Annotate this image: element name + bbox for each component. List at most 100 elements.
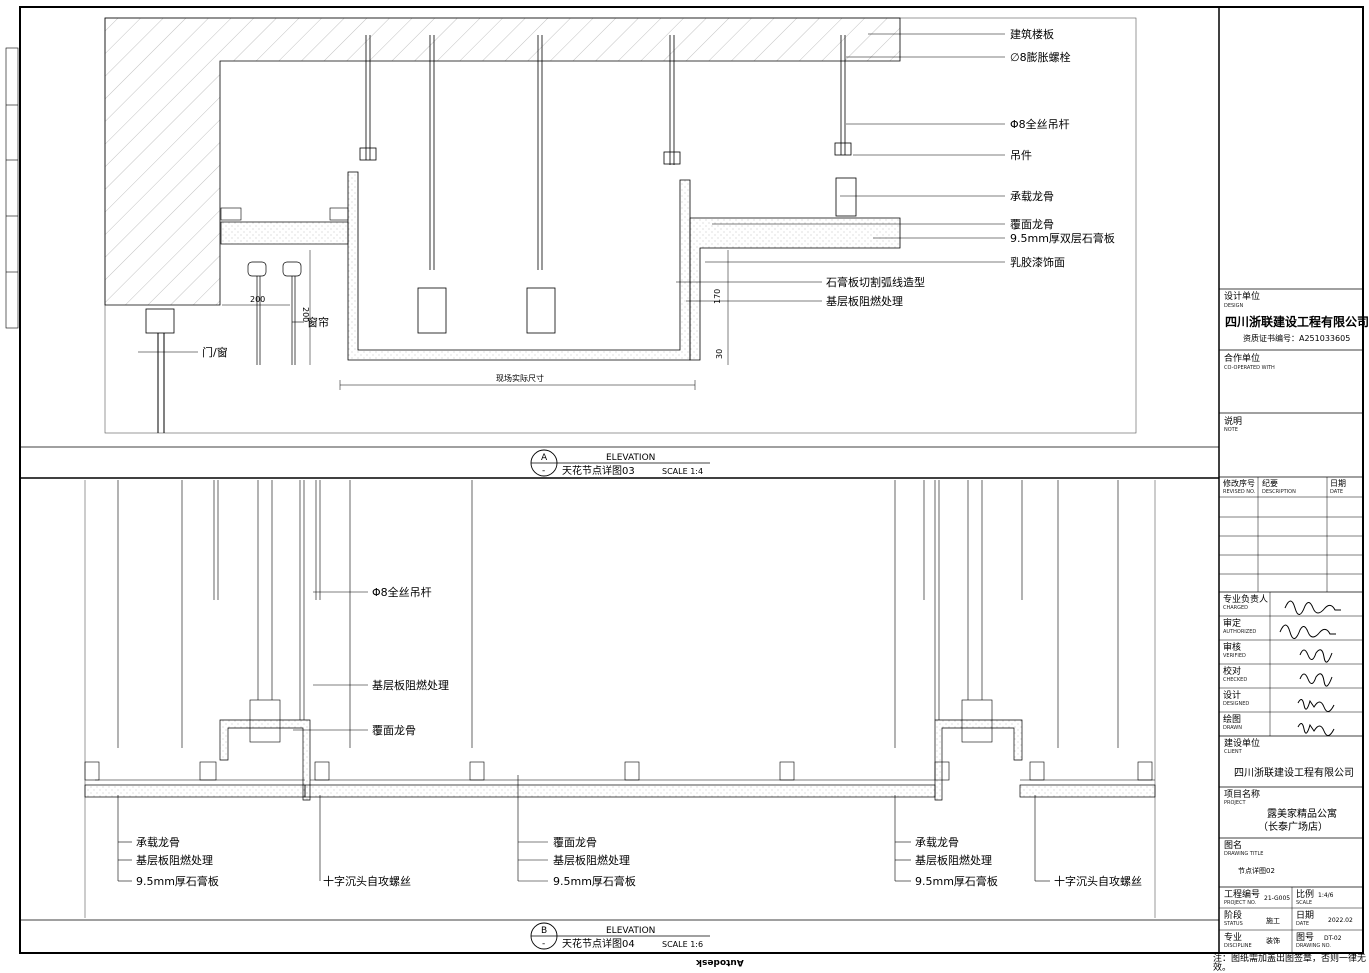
- label-hanger: 吊件: [1010, 149, 1032, 162]
- tb-client-label: 建设单位: [1224, 739, 1261, 749]
- tb-dwg-title: 节点详图02: [1238, 867, 1275, 875]
- tb-date: 2022.02: [1328, 917, 1353, 924]
- footer-autodesk: Autodesk: [696, 957, 744, 967]
- tb-scale: 1:4/6: [1318, 892, 1334, 899]
- tb-verified-en: VERIFIED: [1223, 653, 1246, 659]
- tb-scale-label: 比例: [1296, 890, 1315, 900]
- tb-design-en: DESIGN: [1224, 303, 1244, 309]
- b-screw-left: 十字沉头自攻螺丝: [323, 874, 411, 888]
- label-latex-paint: 乳胶漆饰面: [1010, 255, 1065, 269]
- tb-client-en: CLIENT: [1224, 749, 1242, 755]
- tb-authorized: 审定: [1223, 619, 1242, 629]
- tb-scale-en: SCALE: [1296, 900, 1313, 906]
- tb-dwg-no-en: DRAWING NO.: [1296, 943, 1331, 949]
- label-gypsum-double: 9.5mm厚双层石膏板: [1010, 231, 1115, 245]
- b-right-3: 9.5mm厚石膏板: [915, 874, 998, 888]
- tb-coop-label: 合作单位: [1224, 354, 1261, 364]
- tb-authorized-en: AUTHORIZED: [1223, 629, 1257, 635]
- b-left-2: 基层板阻燃处理: [136, 853, 213, 867]
- section-a-drawing: 200 200 170 30 现场实际尺寸 建筑楼板 ∅8膨胀螺栓 Φ8全丝吊杆…: [104, 17, 1137, 477]
- tb-date-en: DATE: [1296, 921, 1310, 927]
- dim-200b: 200: [301, 307, 310, 322]
- tb-designed: 设计: [1223, 691, 1242, 701]
- sheet-border: [19, 6, 1364, 954]
- tb-proj-no-label: 工程编号: [1224, 890, 1261, 900]
- tb-rev-date-en: DATE: [1330, 489, 1344, 495]
- tb-checked-en: CHECKED: [1223, 677, 1248, 683]
- label-door-window: 门/窗: [202, 345, 228, 359]
- tb-disc-en: DISCIPLINE: [1224, 943, 1252, 949]
- b-mid-1: 覆面龙骨: [553, 836, 597, 849]
- b-mid-3: 9.5mm厚石膏板: [553, 874, 636, 888]
- tb-dwg-title-label: 图名: [1224, 841, 1243, 851]
- concrete-slab: [104, 17, 901, 306]
- tb-charged: 专业负责人: [1223, 595, 1269, 605]
- section-a-letter: A: [541, 453, 548, 463]
- tb-project-2: （长泰广场店）: [1258, 822, 1328, 833]
- section-b-title: 天花节点详图04: [562, 937, 635, 950]
- section-b-drawing: Φ8全丝吊杆 基层板阻燃处理 覆面龙骨 承载龙骨 基层板阻燃处理 9.5mm厚石…: [84, 480, 1156, 950]
- section-a-scale: SCALE 1:4: [662, 467, 703, 476]
- tb-project-label: 项目名称: [1224, 790, 1261, 800]
- tb-proj-no: 21-G005: [1264, 895, 1291, 902]
- label-cover-keel: 覆面龙骨: [1010, 218, 1054, 231]
- tb-stage-label: 阶段: [1224, 911, 1243, 921]
- tb-designed-en: DESIGNED: [1223, 701, 1250, 707]
- b-label-cover-keel: 覆面龙骨: [372, 724, 416, 737]
- label-slab: 建筑楼板: [1010, 27, 1054, 41]
- tb-verified: 审核: [1223, 643, 1242, 653]
- label-curtain: 窗帘: [307, 315, 329, 329]
- tb-project-en: PROJECT: [1224, 800, 1246, 806]
- tb-rev-no-en: REVISED NO.: [1223, 489, 1256, 495]
- label-expansion-bolt: ∅8膨胀螺栓: [1010, 50, 1071, 64]
- tb-project-1: 露美家精品公寓: [1267, 809, 1337, 820]
- tb-date-label: 日期: [1296, 911, 1315, 921]
- tb-coop-en: CO-OPERATED WITH: [1224, 365, 1275, 371]
- b-screw-right: 十字沉头自攻螺丝: [1054, 874, 1142, 888]
- tb-design-label: 设计单位: [1224, 292, 1261, 302]
- tb-drawn-en: DRAWN: [1223, 725, 1242, 731]
- tb-proj-no-en: PROJECT NO.: [1224, 900, 1257, 906]
- section-a-view: ELEVATION: [606, 453, 655, 463]
- dim-30: 30: [715, 349, 724, 359]
- binding-strip: [5, 47, 19, 329]
- section-b-scale: SCALE 1:6: [662, 940, 703, 949]
- b-right-1: 承载龙骨: [915, 836, 959, 849]
- label-fireproof: 基层板阻燃处理: [826, 294, 903, 308]
- tb-disc-label: 专业: [1224, 933, 1243, 943]
- label-hanger-rod: Φ8全丝吊杆: [1010, 117, 1070, 131]
- tb-rev-desc-en: DESCRIPTION: [1262, 489, 1296, 495]
- tb-cert: 资质证书编号：A251033605: [1243, 334, 1351, 343]
- dim-200a: 200: [250, 295, 265, 304]
- section-b-sub: -: [542, 939, 545, 949]
- tb-stage: 施工: [1266, 917, 1280, 925]
- section-a-title: 天花节点详图03: [562, 464, 635, 477]
- tb-rev-date: 日期: [1330, 479, 1346, 488]
- tb-rev-no: 修改序号: [1223, 479, 1255, 488]
- section-b-letter: B: [541, 926, 547, 936]
- dim-site: 现场实际尺寸: [496, 373, 544, 383]
- tb-company: 四川浙联建设工程有限公司: [1225, 315, 1369, 329]
- tb-dwg-no-label: 图号: [1296, 933, 1315, 943]
- tb-dwg-title-en: DRAWING TITLE: [1224, 851, 1264, 857]
- b-mid-2: 基层板阻燃处理: [553, 853, 630, 867]
- b-label-rod: Φ8全丝吊杆: [372, 585, 432, 599]
- titleblock-grid: [1219, 288, 1363, 953]
- label-main-keel: 承载龙骨: [1010, 190, 1054, 203]
- tb-note-en: NOTE: [1224, 427, 1238, 433]
- tb-client: 四川浙联建设工程有限公司: [1234, 768, 1354, 779]
- tb-charged-en: CHARGED: [1223, 605, 1249, 611]
- tb-checked: 校对: [1223, 667, 1242, 677]
- tb-note-label: 说明: [1224, 417, 1243, 427]
- footer-note: 注：图纸需加盖出图签章，否则一律无效。: [1213, 954, 1367, 973]
- dim-170: 170: [713, 289, 722, 304]
- tb-dwg-no: DT-02: [1324, 935, 1342, 942]
- section-a-sub: -: [542, 466, 545, 476]
- tb-disc: 装饰: [1266, 937, 1280, 945]
- b-right-2: 基层板阻燃处理: [915, 853, 992, 867]
- b-left-1: 承载龙骨: [136, 836, 180, 849]
- tb-rev-desc: 纪要: [1262, 479, 1278, 488]
- label-arc-gypsum: 石膏板切割弧线造型: [826, 275, 925, 289]
- tb-drawn: 绘图: [1223, 715, 1242, 725]
